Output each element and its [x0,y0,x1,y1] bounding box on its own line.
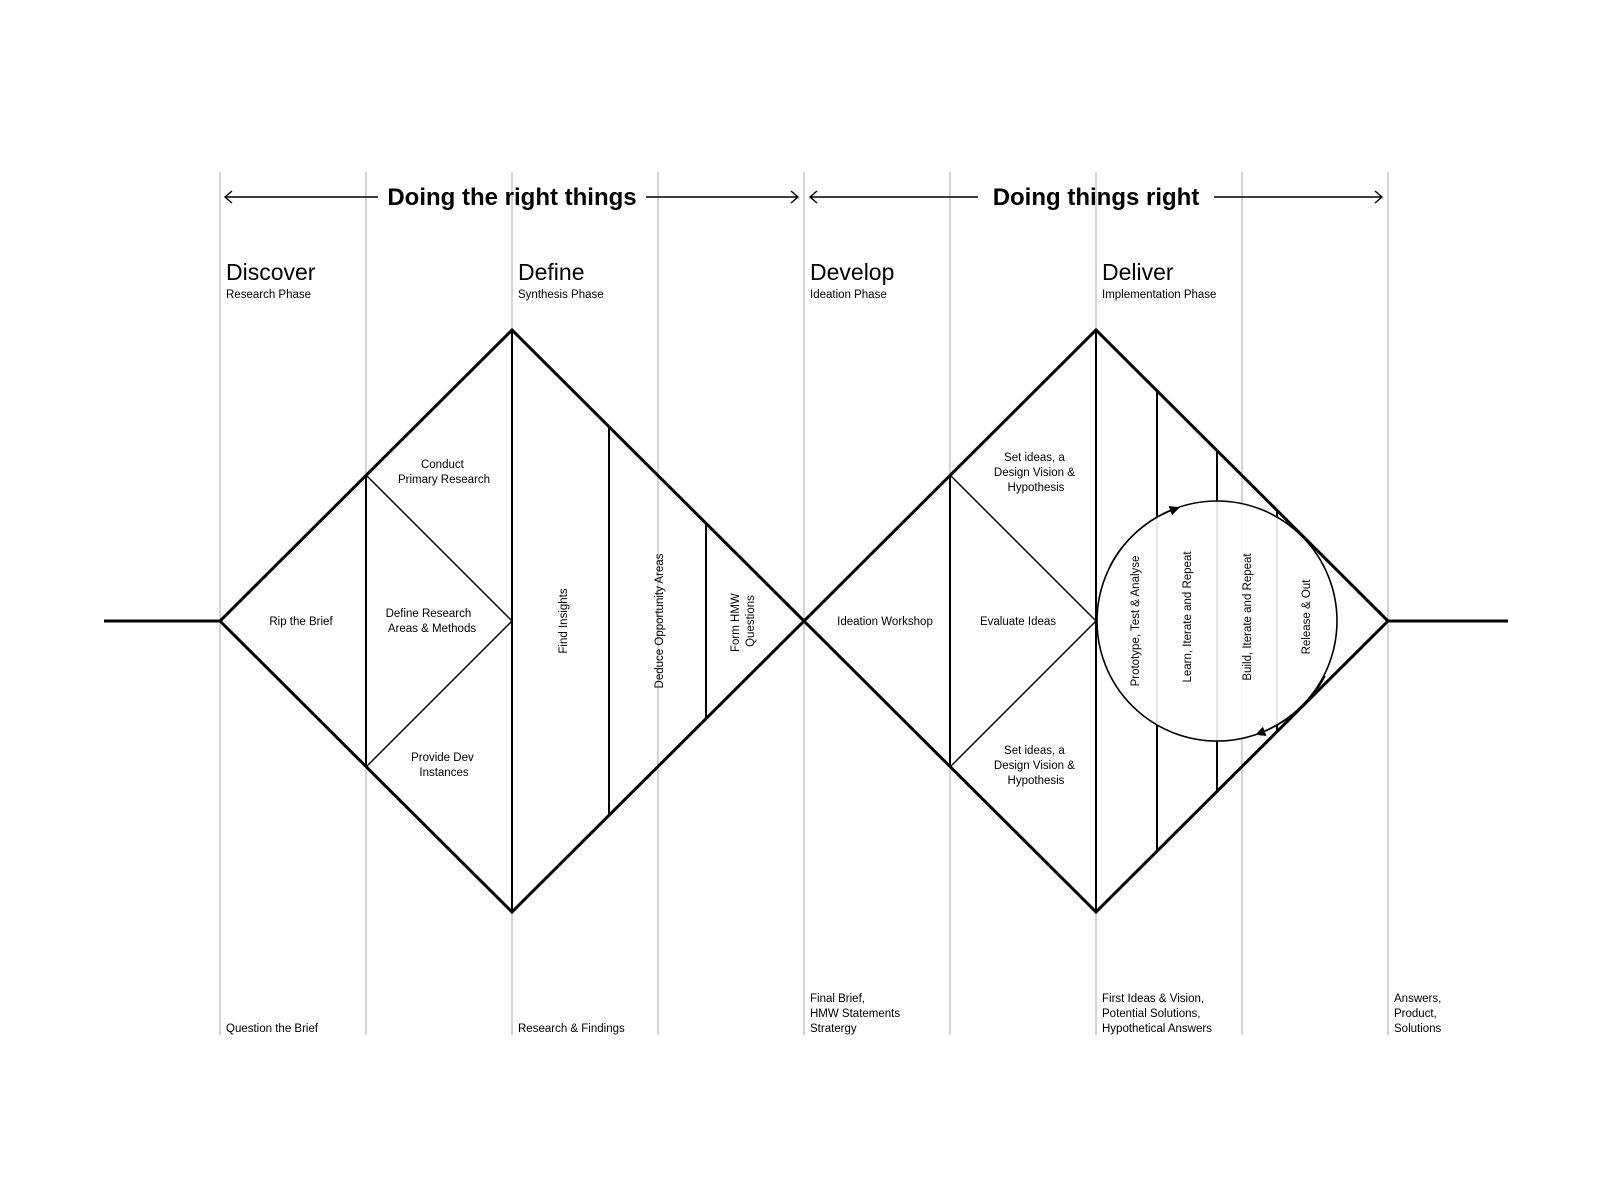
step-label-line: Instances [419,767,468,779]
output-label: Research & Findings [518,1023,625,1035]
output-label: Answers, Product, Solutions [1394,993,1445,1035]
phase-subtitle-discover: Research Phase [226,289,311,301]
step-label: Provide Dev Instances [411,752,477,779]
output-label-line: Answers, [1394,993,1441,1005]
output-label-line: Potential Solutions, [1102,1008,1200,1020]
output-label-line: Research & Findings [518,1023,625,1035]
step-label-line: Design Vision & [994,760,1075,772]
step-label-line: Primary Research [398,474,490,486]
output-label: Final Brief, HMW Statements Stratergy [810,993,903,1035]
left-arrowhead-icon [223,190,233,204]
left-banner-title: Doing the right things [387,184,636,211]
step-label-line: Questions [745,595,757,647]
step-label: Ideation Workshop [837,616,933,628]
right-banner: Doing things right [808,184,1384,211]
step-label: Conduct Primary Research [398,459,490,486]
develop-deliver-diamond [801,327,1391,915]
step-label: Release & Out [1301,579,1313,655]
output-label-line: Solutions [1394,1023,1442,1035]
step-label-line: Design Vision & [994,467,1075,479]
loop-arrow-top-icon [1109,506,1180,567]
divider-line [949,474,1097,622]
phase-subtitle-define: Synthesis Phase [518,289,604,301]
second-diamond [801,327,1391,915]
phase-title-define: Define [518,259,584,285]
output-label-line: HMW Statements [810,1008,900,1020]
step-label: Set ideas, a Design Vision & Hypothesis [994,452,1078,494]
left-banner: Doing the right things [223,184,800,211]
output-label-line: Final Brief, [810,993,865,1005]
right-arrowhead-icon [1374,190,1384,204]
phase-title-deliver: Deliver [1102,259,1174,285]
step-label-line: Define Research [386,608,472,620]
divider-line [365,474,513,622]
output-label: Question the Brief [226,1023,319,1035]
step-label-line: Hypothesis [1008,775,1065,787]
output-label: First Ideas & Vision, Potential Solution… [1102,993,1212,1035]
iteration-loop-circle [1096,500,1338,742]
divider-line [949,620,1097,768]
step-label: Define Research Areas & Methods [386,608,477,635]
step-label-line: Areas & Methods [388,623,476,635]
step-label-line: Hypothesis [1008,482,1065,494]
step-label-line: Conduct [421,459,465,471]
outputs: Question the Brief Research & Findings F… [226,993,1445,1035]
output-label-line: Stratergy [810,1023,857,1035]
phase-subtitle-deliver: Implementation Phase [1102,289,1216,301]
step-label: Evaluate Ideas [980,616,1056,628]
output-label-line: Question the Brief [226,1023,319,1035]
output-label-line: First Ideas & Vision, [1102,993,1204,1005]
step-label-line: Form HMW [730,593,742,652]
right-banner-title: Doing things right [993,184,1200,211]
output-label-line: Hypothetical Answers [1102,1023,1212,1035]
step-label: Prototype, Test & Analyse [1130,556,1142,687]
step-label: Set ideas, a Design Vision & Hypothesis [994,745,1078,787]
step-label: Deduce Opportunity Areas [654,553,666,688]
step-label: Find Insights [558,588,570,653]
step-label: Learn, Iterate and Repeat [1182,551,1194,683]
step-label: Build, Iterate and Repeat [1242,553,1254,681]
step-label: Form HMW Questions [730,590,757,652]
step-label-line: Set ideas, a [1004,452,1065,464]
phase-subtitle-develop: Ideation Phase [810,289,887,301]
divider-line [365,620,513,768]
phase-headers: Discover Research Phase Define Synthesis… [226,259,1216,301]
phase-title-discover: Discover [226,259,316,285]
phase-title-develop: Develop [810,259,894,285]
second-diamond-labels: Ideation Workshop Set ideas, a Design Vi… [837,452,1313,787]
right-arrowhead-icon [790,190,800,204]
step-label: Rip the Brief [269,616,333,628]
output-label-line: Product, [1394,1008,1437,1020]
step-label-line: Provide Dev [411,752,474,764]
first-diamond-labels: Rip the Brief Conduct Primary Research D… [269,459,757,779]
left-arrowhead-icon [808,190,818,204]
step-label-line: Set ideas, a [1004,745,1065,757]
